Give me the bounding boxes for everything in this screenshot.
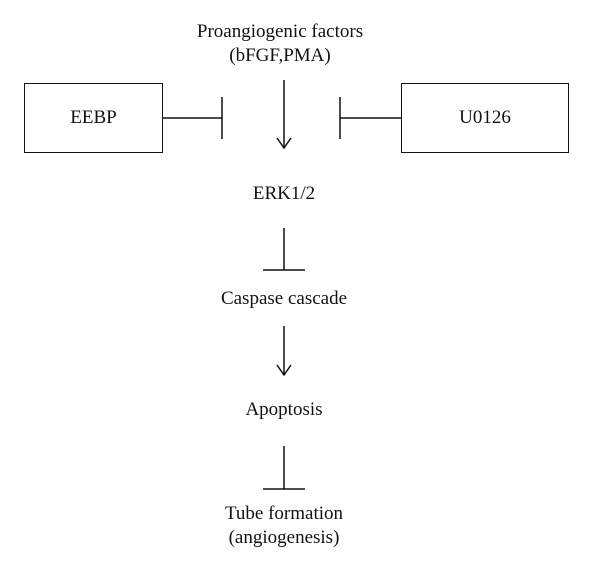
proangiogenic-subtitle: (bFGF,PMA) [229,45,331,66]
node-u0126-box: U0126 [401,83,569,153]
tube-formation-title: Tube formation [224,503,344,524]
tube-formation-subtitle: (angiogenesis) [228,527,340,548]
eebp-label: EEBP [70,107,117,128]
arrowhead-proangiogenic-to-erk [276,137,292,150]
node-apoptosis: Apoptosis [245,399,323,420]
node-eebp-box: EEBP [24,83,163,153]
u0126-label: U0126 [459,107,511,128]
node-caspase-cascade: Caspase cascade [220,288,348,309]
node-proangiogenic-factors: Proangiogenic factors (bFGF,PMA) [100,20,460,68]
node-erk: ERK1/2 [252,183,316,204]
arrowhead-caspase-to-apoptosis [276,364,292,377]
node-tube-formation: Tube formation (angiogenesis) [104,502,464,550]
proangiogenic-title: Proangiogenic factors [196,21,364,42]
